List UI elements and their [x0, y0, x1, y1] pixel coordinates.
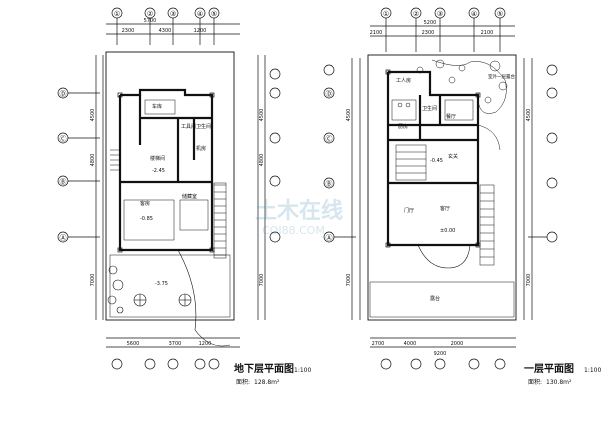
ground-axis-label: Ⓓ	[326, 90, 333, 98]
ground-dim: 5200	[424, 20, 437, 26]
basement-dim: 5700	[144, 18, 157, 24]
basement-dim: 3700	[169, 341, 182, 347]
basement-axis-label: ③	[170, 10, 176, 18]
basement-axis-label: ⑤	[211, 10, 217, 18]
basement-plan	[57, 7, 281, 370]
ground-room: 工人房	[396, 77, 411, 84]
basement-tree-icons	[107, 265, 192, 314]
basement-axis-label: Ⓓ	[60, 90, 67, 98]
basement-room: 客房	[140, 200, 150, 207]
ground-note: 露台	[430, 295, 440, 302]
ground-dim: 4500	[526, 109, 532, 122]
ground-axis-label: ②	[413, 10, 419, 18]
watermark: 土木在线 COI88.COM	[255, 198, 343, 237]
ground-axis-top	[370, 7, 515, 52]
ground-dim: 2000	[451, 341, 464, 347]
ground-level: -0.45	[430, 158, 443, 164]
basement-room: 车库	[152, 103, 162, 110]
ground-dim: 2300	[422, 30, 435, 36]
ground-garden	[416, 59, 508, 151]
basement-room: 卫生间	[196, 123, 211, 130]
basement-axis-top	[106, 7, 240, 45]
ground-room: 餐厅	[446, 113, 456, 120]
basement-dim: 7000	[259, 274, 265, 287]
ground-room: 厨房	[398, 123, 408, 130]
ground-axis-label: Ⓐ	[326, 234, 333, 242]
ground-axis-label: ①	[383, 10, 389, 18]
basement-area-label: 面积:	[236, 378, 250, 386]
ground-axis-label: ⑤	[497, 10, 503, 18]
ground-dim: 2100	[370, 30, 383, 36]
ground-level: ±0.00	[440, 228, 455, 234]
ground-scale: 1:100	[584, 367, 601, 374]
ground-note: 室外一层露台	[488, 73, 515, 80]
basement-dim: 1200	[194, 28, 207, 34]
basement-level: -0.85	[140, 216, 153, 222]
basement-axis-label: ④	[197, 10, 203, 18]
ground-axis-label: Ⓑ	[326, 180, 333, 188]
ground-room: 门厅	[404, 207, 414, 214]
watermark-brand: 土木在线	[255, 198, 343, 224]
ground-axis-side	[323, 64, 558, 243]
ground-plan	[323, 7, 558, 370]
basement-level: -2.45	[152, 168, 165, 174]
ground-dim: 7000	[346, 274, 352, 287]
ground-area-value: 130.8m²	[546, 379, 572, 386]
ground-dim: 9200	[434, 351, 447, 357]
basement-dim: 1200	[199, 341, 212, 347]
ground-dim: 2100	[481, 30, 494, 36]
basement-room: 储藏室	[182, 193, 197, 200]
basement-dim: 4800	[259, 154, 265, 167]
basement-room: 楼梯间	[150, 155, 165, 162]
ground-axis-label: Ⓒ	[326, 135, 333, 143]
basement-axis-label: ①	[114, 10, 120, 18]
ground-axis-label: ④	[471, 10, 477, 18]
ground-room: 客厅	[440, 205, 450, 212]
basement-dim: 5600	[127, 341, 140, 347]
basement-room: 工具间	[181, 123, 196, 130]
ground-dim: 7000	[526, 274, 532, 287]
ground-dim: 4000	[404, 341, 417, 347]
basement-axis-label: Ⓑ	[60, 178, 67, 186]
watermark-sub: COI88.COM	[262, 224, 325, 237]
basement-dim: 4300	[159, 28, 172, 34]
basement-area-value: 128.8m²	[254, 379, 280, 386]
basement-dim: 2300	[122, 28, 135, 34]
basement-room: 机房	[196, 145, 206, 152]
basement-axis-label: Ⓒ	[60, 135, 67, 143]
basement-dim: 4500	[259, 109, 265, 122]
basement-scale: 1:100	[294, 367, 311, 374]
basement-level: -3.75	[155, 281, 168, 287]
ground-dim: 2700	[372, 341, 385, 347]
basement-axis-label: Ⓐ	[60, 234, 67, 242]
ground-room: 玄关	[448, 153, 458, 160]
basement-dim: 4500	[90, 109, 96, 122]
basement-dim: 7000	[90, 274, 96, 287]
basement-axis-label: ②	[147, 10, 153, 18]
ground-axis-label: ③	[437, 10, 443, 18]
basement-title: 地下层平面图	[234, 362, 294, 375]
ground-area-label: 面积:	[528, 378, 542, 386]
ground-room: 卫生间	[422, 105, 437, 112]
basement-axis-side	[57, 68, 281, 243]
ground-title: 一层平面图	[524, 363, 574, 375]
ground-dim: 4500	[346, 109, 352, 122]
basement-dim: 4800	[90, 154, 96, 167]
